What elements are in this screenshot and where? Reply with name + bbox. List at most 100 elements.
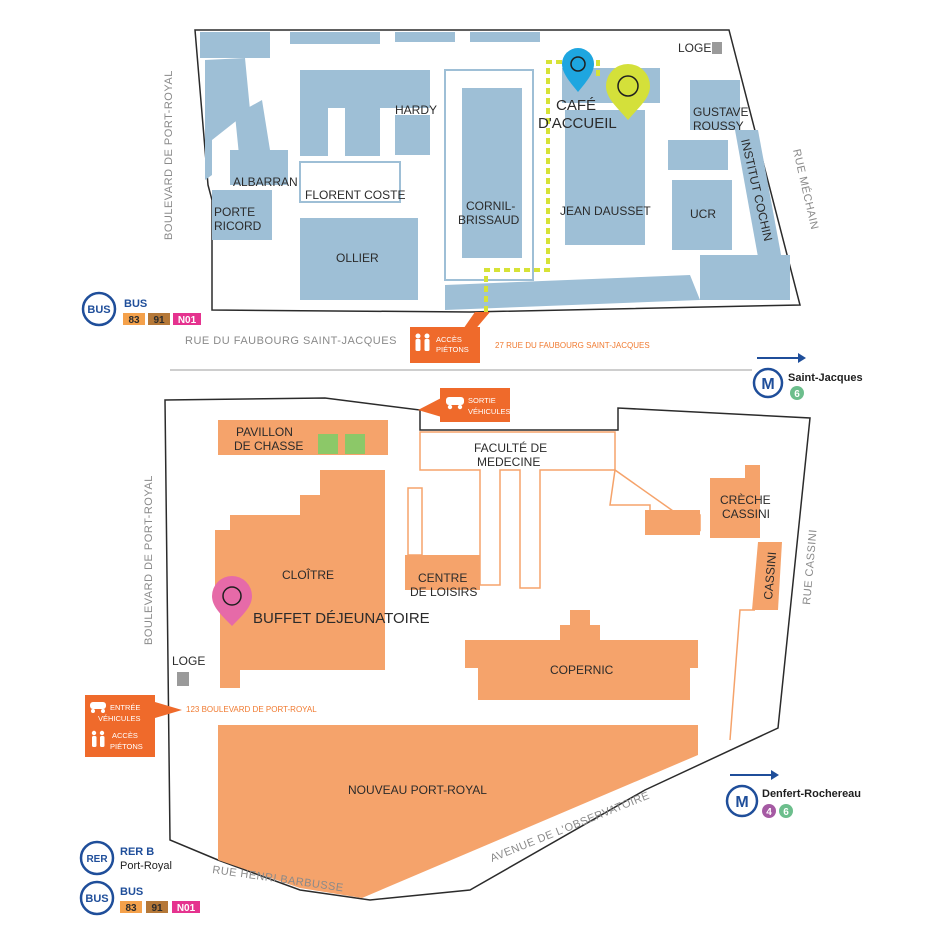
sortie-vehicules: SORTIE VÉHICULES [418, 388, 511, 422]
bus-icon-text: BUS [87, 304, 110, 316]
label-loge-north: LOGE [678, 41, 711, 55]
label-creche-2: CASSINI [722, 507, 770, 521]
metro-line-4 [762, 804, 776, 818]
south-campus: PAVILLON DE CHASSE FACULTÉ DE MEDECINE C… [143, 397, 820, 901]
pedestrians-icon [415, 333, 430, 351]
building-loge-north [712, 42, 722, 54]
entree-pedestrians-2: PIÉTONS [110, 742, 143, 751]
building-cassini [752, 542, 782, 610]
label-hardy: HARDY [395, 103, 437, 117]
access-label-1: ACCÈS [436, 335, 462, 344]
entree-south: ENTRÉE VÉHICULES ACCÈS PIÉTONS 123 BOULE… [85, 695, 317, 757]
building-top-left [200, 32, 270, 58]
building-cornil-brissaud [462, 88, 522, 258]
label-pavillon-1: PAVILLON [236, 425, 293, 439]
label-pavillon-2: DE CHASSE [234, 439, 303, 453]
entree-pedestrians-1: ACCÈS [112, 731, 138, 740]
label-centre-2: DE LOISIRS [410, 585, 477, 599]
label-nouveau-port-royal: NOUVEAU PORT-ROYAL [348, 783, 487, 797]
metro-denfert: M Denfert-Rochereau 4 6 [725, 770, 861, 818]
sortie-label-2: VÉHICULES [468, 407, 511, 416]
label-cloitre: CLOÎTRE [282, 567, 334, 582]
building-hardy-block [300, 70, 430, 108]
pedestrians-icon-entree [91, 730, 105, 747]
building-gustave-roussy [690, 80, 740, 130]
north-campus: HARDY ALBARRAN PORTE RICORD FLORENT COST… [163, 29, 821, 347]
street-rue-mechain: RUE MÉCHAIN [790, 148, 821, 231]
walking-path [484, 60, 600, 312]
building-hardy-wing [300, 108, 328, 156]
street-rue-cassini: RUE CASSINI [801, 529, 820, 606]
rer-title: RER B [120, 846, 154, 858]
label-centre-1: CENTRE [418, 571, 467, 585]
building-right-upper [668, 140, 728, 170]
bus-line-83-text: 83 [128, 315, 140, 326]
entree-pointer [155, 702, 182, 718]
arrow-head-denfert-icon [771, 770, 779, 780]
label-faculte-1: FACULTÉ DE [474, 440, 547, 455]
label-gustave-1: GUSTAVE [693, 105, 749, 119]
building-creche [710, 465, 760, 538]
building-east-block [700, 255, 790, 300]
bus-line-91-text: 91 [153, 315, 165, 326]
bus-line-91-south-text: 91 [151, 903, 163, 914]
pin-pink-icon [212, 576, 252, 626]
building-loge-south [177, 672, 189, 686]
bus-line-83-south-text: 83 [125, 903, 137, 914]
car-icon [446, 397, 464, 410]
bus-line-n01-text: N01 [178, 315, 197, 326]
pin-yellow-icon [606, 64, 650, 120]
bus-line-n01-south [172, 901, 200, 913]
metro-icon-denfert-text: M [735, 794, 748, 811]
building-albarran [230, 150, 288, 185]
building-ucr [672, 180, 732, 250]
building-institut-cochin [735, 130, 782, 268]
building-top-strip-2 [395, 32, 455, 42]
label-creche-1: CRÈCHE [720, 492, 771, 507]
bus-line-91-south [146, 901, 168, 913]
metro-denfert-station: Denfert-Rochereau [762, 788, 861, 800]
building-west-wing [205, 58, 250, 180]
bus-title: BUS [124, 298, 147, 310]
building-top-strip-3 [470, 32, 540, 42]
label-cassini: CASSINI [761, 551, 779, 600]
metro-line-6 [790, 386, 804, 400]
metro-icon [752, 367, 784, 399]
metro-line-4-text: 4 [766, 807, 772, 818]
label-cafe-1: CAFÉ [556, 97, 596, 114]
access-address: 27 RUE DU FAUBOURG SAINT-JACQUES [495, 341, 650, 350]
label-cafe-2: D'ACCUEIL [538, 115, 617, 132]
building-nouveau-port-royal [218, 725, 698, 898]
label-gustave-2: ROUSSY [693, 119, 744, 133]
label-ucr: UCR [690, 207, 716, 221]
label-porte-ricord-1: PORTE [214, 205, 255, 219]
path-east [729, 609, 755, 741]
access-box [410, 327, 480, 363]
street-bd-port-royal-south: BOULEVARD DE PORT-ROYAL [143, 475, 155, 645]
label-faculte-2: MEDECINE [477, 455, 540, 469]
label-cornil-2: BRISSAUD [458, 213, 520, 227]
rer-icon-text: RER [86, 854, 108, 865]
label-albarran: ALBARRAN [233, 175, 298, 189]
building-west-angled [235, 100, 270, 165]
rer-icon [79, 840, 115, 876]
green-patch-2 [345, 434, 365, 454]
sortie-label-1: SORTIE [468, 396, 496, 405]
metro-line-6-south [779, 804, 793, 818]
label-porte-ricord-2: RICORD [214, 219, 262, 233]
north-pedestrian-access: ACCÈS PIÉTONS 27 RUE DU FAUBOURG SAINT-J… [410, 312, 650, 363]
building-hardy-wing-2 [345, 108, 380, 156]
bus-icon-south [79, 880, 115, 916]
building-top-strip [290, 32, 380, 44]
entree-vehicles-1: ENTRÉE [110, 703, 140, 712]
metro-saint-jacques: M Saint-Jacques 6 [752, 353, 863, 400]
rer-port-royal: RER RER B Port-Royal [79, 840, 172, 876]
building-south-strip [445, 275, 700, 310]
metro-station-name: Saint-Jacques [788, 372, 863, 384]
south-bus: BUS BUS 83 91 N01 [79, 880, 200, 916]
rer-station: Port-Royal [120, 860, 172, 872]
metro-line-6-south-text: 6 [783, 807, 789, 818]
street-bd-port-royal-north: BOULEVARD DE PORT-ROYAL [163, 70, 175, 240]
building-centre-loisirs [405, 555, 480, 590]
bus-title-south: BUS [120, 886, 143, 898]
